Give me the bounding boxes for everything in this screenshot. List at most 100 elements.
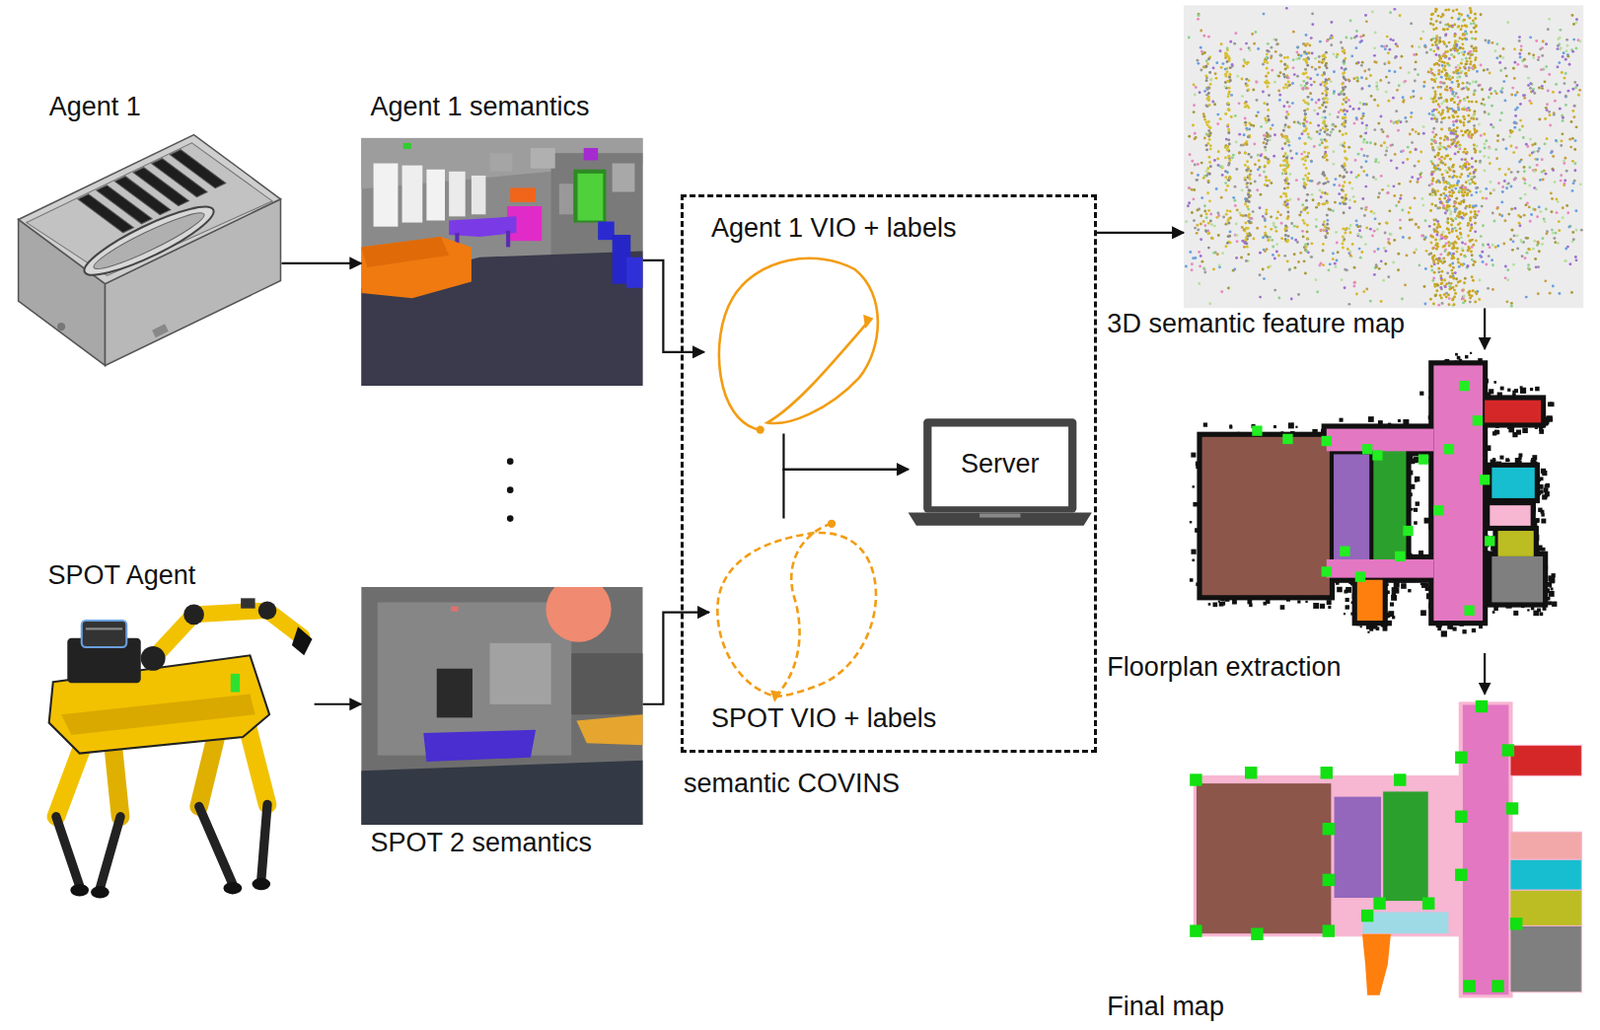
map-point bbox=[1203, 66, 1207, 70]
map-point bbox=[1228, 86, 1232, 90]
map-point bbox=[1439, 252, 1443, 256]
map-point bbox=[1475, 145, 1479, 148]
map-point bbox=[1412, 251, 1416, 255]
map-point bbox=[1342, 211, 1346, 215]
map-point bbox=[1407, 71, 1411, 74]
map-point bbox=[1284, 123, 1288, 127]
map-point bbox=[1373, 46, 1377, 50]
map-point bbox=[1450, 184, 1454, 188]
map-point bbox=[1339, 41, 1343, 45]
map-point bbox=[1429, 297, 1433, 301]
map-point bbox=[1572, 181, 1576, 185]
map-point bbox=[1333, 262, 1337, 266]
map-point bbox=[1338, 202, 1342, 206]
map-point bbox=[1321, 60, 1325, 64]
map-point bbox=[1269, 46, 1273, 50]
trajectory-dashed bbox=[717, 523, 876, 697]
map-point bbox=[1465, 150, 1469, 154]
map-point bbox=[1283, 62, 1287, 66]
map-point bbox=[1548, 113, 1552, 117]
map-point bbox=[1320, 54, 1324, 58]
map-point bbox=[1387, 61, 1391, 65]
map-point bbox=[1243, 150, 1247, 154]
map-point bbox=[1509, 131, 1513, 135]
map-point bbox=[1410, 175, 1414, 179]
map-point bbox=[1514, 93, 1518, 97]
map-point bbox=[1451, 272, 1455, 276]
map-point bbox=[1443, 138, 1447, 142]
map-point bbox=[1461, 86, 1465, 90]
map-point bbox=[1464, 62, 1468, 66]
map-point bbox=[1322, 101, 1326, 105]
map-point bbox=[1446, 27, 1450, 31]
map-point bbox=[1284, 151, 1288, 155]
map-point bbox=[1235, 256, 1238, 260]
map-point bbox=[1458, 120, 1462, 124]
map-point bbox=[1374, 143, 1378, 146]
map-point bbox=[1451, 175, 1455, 179]
map-point bbox=[1438, 224, 1442, 228]
map-point bbox=[1414, 147, 1418, 151]
map-point bbox=[1309, 83, 1313, 87]
map-point bbox=[1359, 135, 1363, 139]
map-point bbox=[1429, 22, 1433, 26]
map-point bbox=[1190, 188, 1194, 192]
map-point bbox=[1380, 44, 1383, 48]
map-point bbox=[1439, 259, 1443, 263]
map-point bbox=[1360, 75, 1364, 79]
map-point bbox=[1264, 175, 1268, 179]
map-point bbox=[1228, 233, 1232, 237]
map-point bbox=[1414, 130, 1418, 134]
map-point bbox=[1516, 170, 1520, 174]
map-point bbox=[1325, 192, 1329, 196]
map-point bbox=[1458, 36, 1462, 40]
map-point bbox=[1199, 214, 1203, 218]
map-point bbox=[1247, 152, 1251, 156]
map-point bbox=[1203, 210, 1207, 214]
map-point bbox=[1391, 38, 1395, 42]
map-point bbox=[1216, 122, 1220, 126]
map-point bbox=[1453, 302, 1456, 306]
map-point bbox=[1348, 198, 1352, 202]
map-point bbox=[1528, 81, 1532, 85]
map-point bbox=[1342, 174, 1346, 178]
map-point bbox=[1234, 114, 1237, 118]
map-point bbox=[1419, 37, 1423, 41]
map-point bbox=[1371, 234, 1375, 238]
map-point bbox=[1341, 175, 1345, 179]
map-point bbox=[1206, 62, 1210, 66]
map-point bbox=[1375, 84, 1379, 88]
map-point bbox=[1357, 107, 1361, 111]
map-point bbox=[1235, 167, 1238, 171]
map-point bbox=[1564, 247, 1568, 251]
map-point bbox=[1464, 213, 1468, 217]
map-point bbox=[1432, 127, 1436, 131]
map-point bbox=[1437, 303, 1441, 307]
map-point bbox=[1398, 226, 1402, 230]
map-point bbox=[1283, 56, 1287, 60]
map-point bbox=[1233, 199, 1237, 203]
map-point bbox=[1251, 88, 1255, 92]
map-point bbox=[1192, 218, 1196, 222]
map-point bbox=[1236, 74, 1239, 78]
map-point bbox=[1350, 54, 1354, 58]
map-point bbox=[1439, 274, 1443, 278]
map-point bbox=[1377, 247, 1381, 251]
map-point bbox=[1470, 37, 1474, 41]
map-point bbox=[1537, 205, 1541, 209]
map-point bbox=[1199, 254, 1203, 258]
map-point bbox=[1561, 55, 1565, 59]
map-point bbox=[1466, 221, 1470, 225]
map-point bbox=[1457, 145, 1461, 148]
map-point bbox=[1212, 267, 1216, 271]
map-point bbox=[1318, 40, 1322, 44]
map-point bbox=[1317, 60, 1321, 64]
map-point bbox=[1347, 145, 1351, 149]
map-point bbox=[1385, 145, 1389, 149]
map-point bbox=[1301, 203, 1305, 207]
map-point bbox=[1451, 191, 1455, 195]
map-point bbox=[1472, 21, 1476, 25]
map-point bbox=[1268, 235, 1272, 239]
map-point bbox=[1288, 125, 1292, 129]
map-point bbox=[1454, 284, 1458, 288]
